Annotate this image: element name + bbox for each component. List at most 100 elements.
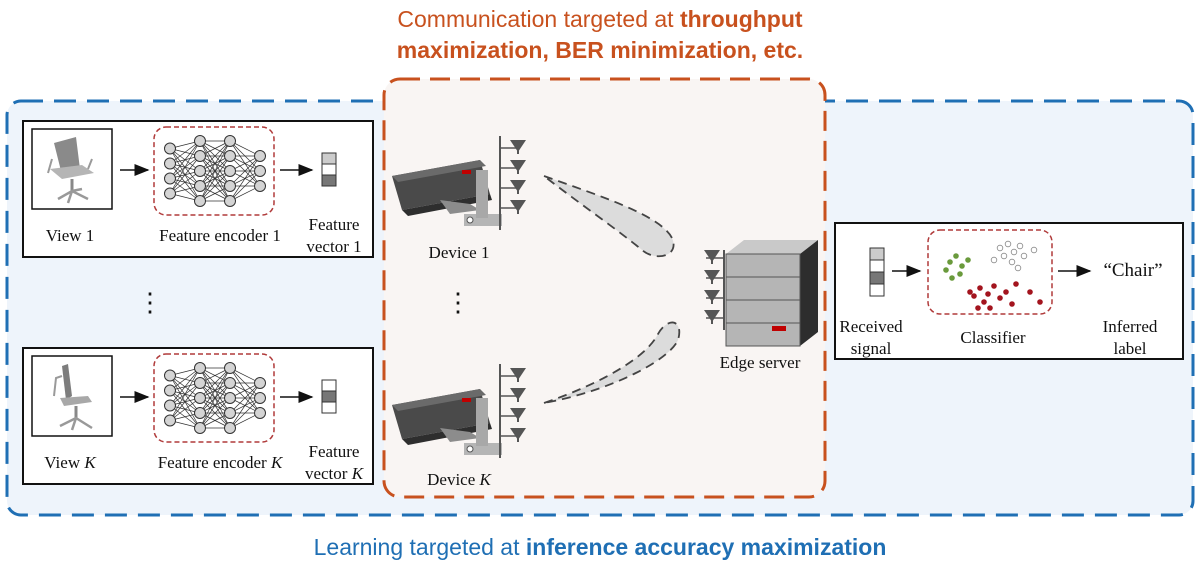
nn-node: [194, 377, 206, 389]
feature-vector-k: [321, 379, 337, 414]
scatter-point: [949, 275, 955, 281]
received-signal-vector: [869, 247, 885, 297]
scatter-point: [971, 293, 977, 299]
scatter-point: [957, 271, 963, 277]
scatter-point: [975, 305, 981, 311]
nn-node: [194, 150, 206, 162]
scatter-point: [1009, 301, 1015, 307]
scatter-point: [943, 267, 949, 273]
communication-region: [382, 77, 827, 499]
nn-edge: [199, 140, 231, 187]
nn-node: [194, 135, 206, 147]
nn-node: [194, 392, 206, 404]
classifier-label: Classifier: [960, 328, 1026, 347]
encoder-label-k: Feature encoder K: [157, 453, 283, 472]
nn-edge: [169, 140, 201, 194]
scatter-point: [967, 289, 973, 295]
caption-text: Learning targeted at: [313, 534, 526, 560]
edge-server: [725, 240, 818, 347]
nn-edge: [229, 382, 261, 414]
scatter-point: [1027, 289, 1033, 295]
nn-node: [164, 172, 176, 185]
signal-beam-1: [543, 175, 675, 258]
nn-edge: [229, 382, 261, 429]
camera-device-1: [392, 160, 502, 226]
server-antenna-array: [703, 249, 725, 330]
nn-node: [194, 180, 206, 192]
scatter-point: [1016, 242, 1024, 250]
caption-bold-text: maximization, BER minimization, etc.: [396, 37, 804, 63]
camera-device-k: [392, 389, 502, 455]
nn-edge: [199, 397, 231, 429]
nn-node: [254, 165, 266, 177]
scatter-point: [1010, 248, 1018, 256]
nn-edge: [199, 382, 231, 429]
scatter-point: [997, 295, 1003, 301]
nn-node: [224, 392, 236, 404]
nn-node: [194, 165, 206, 177]
feature-encoder-1: [153, 126, 275, 216]
encoder-label-1: Feature encoder 1: [159, 226, 281, 245]
nn-node: [164, 384, 176, 397]
nn-node: [164, 369, 176, 382]
row1-graphics: [30, 126, 337, 216]
nn-node: [164, 157, 176, 170]
communication-caption: Communication targeted at throughput max…: [0, 4, 1200, 66]
nn-edge: [169, 140, 201, 179]
nn-edge: [199, 367, 231, 414]
nn-edge: [169, 155, 201, 194]
classifier-scatter: [943, 240, 1043, 311]
nn-edge: [229, 155, 261, 187]
scatter-point: [987, 305, 993, 311]
nn-node: [164, 142, 176, 155]
caption-bold-text: inference accuracy maximization: [525, 534, 887, 560]
caption-text: Communication targeted at: [397, 6, 680, 32]
scatter-point: [1013, 281, 1019, 287]
nn-node: [224, 135, 236, 147]
nn-edge: [169, 367, 201, 406]
edge-server-label: Edge server: [719, 353, 801, 372]
nn-edge: [199, 140, 231, 172]
server-inference-graphics: [869, 229, 1092, 315]
nn-edge: [169, 397, 201, 421]
nn-node: [224, 377, 236, 389]
ellipsis-cameras: ⋮: [445, 288, 471, 318]
scatter-point: [965, 257, 971, 263]
nn-node: [194, 362, 206, 374]
nn-node: [194, 422, 206, 434]
nn-edge: [229, 397, 261, 429]
nn-node: [224, 422, 236, 434]
inferred-label-output: “Chair”: [1103, 260, 1163, 281]
nn-edge: [229, 170, 261, 202]
nn-node: [224, 195, 236, 207]
nn-edge: [169, 170, 201, 194]
nn-edge: [199, 367, 231, 429]
view-label-k: View K: [44, 453, 96, 472]
scatter-point: [996, 244, 1004, 252]
scatter-point: [1004, 240, 1012, 248]
scatter-point: [947, 259, 953, 265]
nn-node: [254, 180, 266, 192]
nn-node: [224, 150, 236, 162]
scatter-point: [1020, 252, 1028, 260]
scatter-point: [1003, 289, 1009, 295]
nn-edge: [199, 170, 231, 202]
learning-caption: Learning targeted at inference accuracy …: [0, 534, 1200, 561]
nn-edge: [199, 155, 231, 202]
device-label-1: Device 1: [428, 243, 490, 262]
scatter-point: [991, 283, 997, 289]
nn-edge: [199, 140, 231, 202]
nn-node: [224, 362, 236, 374]
scatter-point: [1030, 246, 1038, 254]
nn-edge: [169, 140, 201, 164]
feature-vector-1: [321, 152, 337, 187]
nn-node: [164, 187, 176, 200]
scatter-point: [990, 256, 998, 264]
caption-bold-text: throughput: [679, 6, 803, 32]
nn-node: [194, 195, 206, 207]
scatter-point: [959, 263, 965, 269]
